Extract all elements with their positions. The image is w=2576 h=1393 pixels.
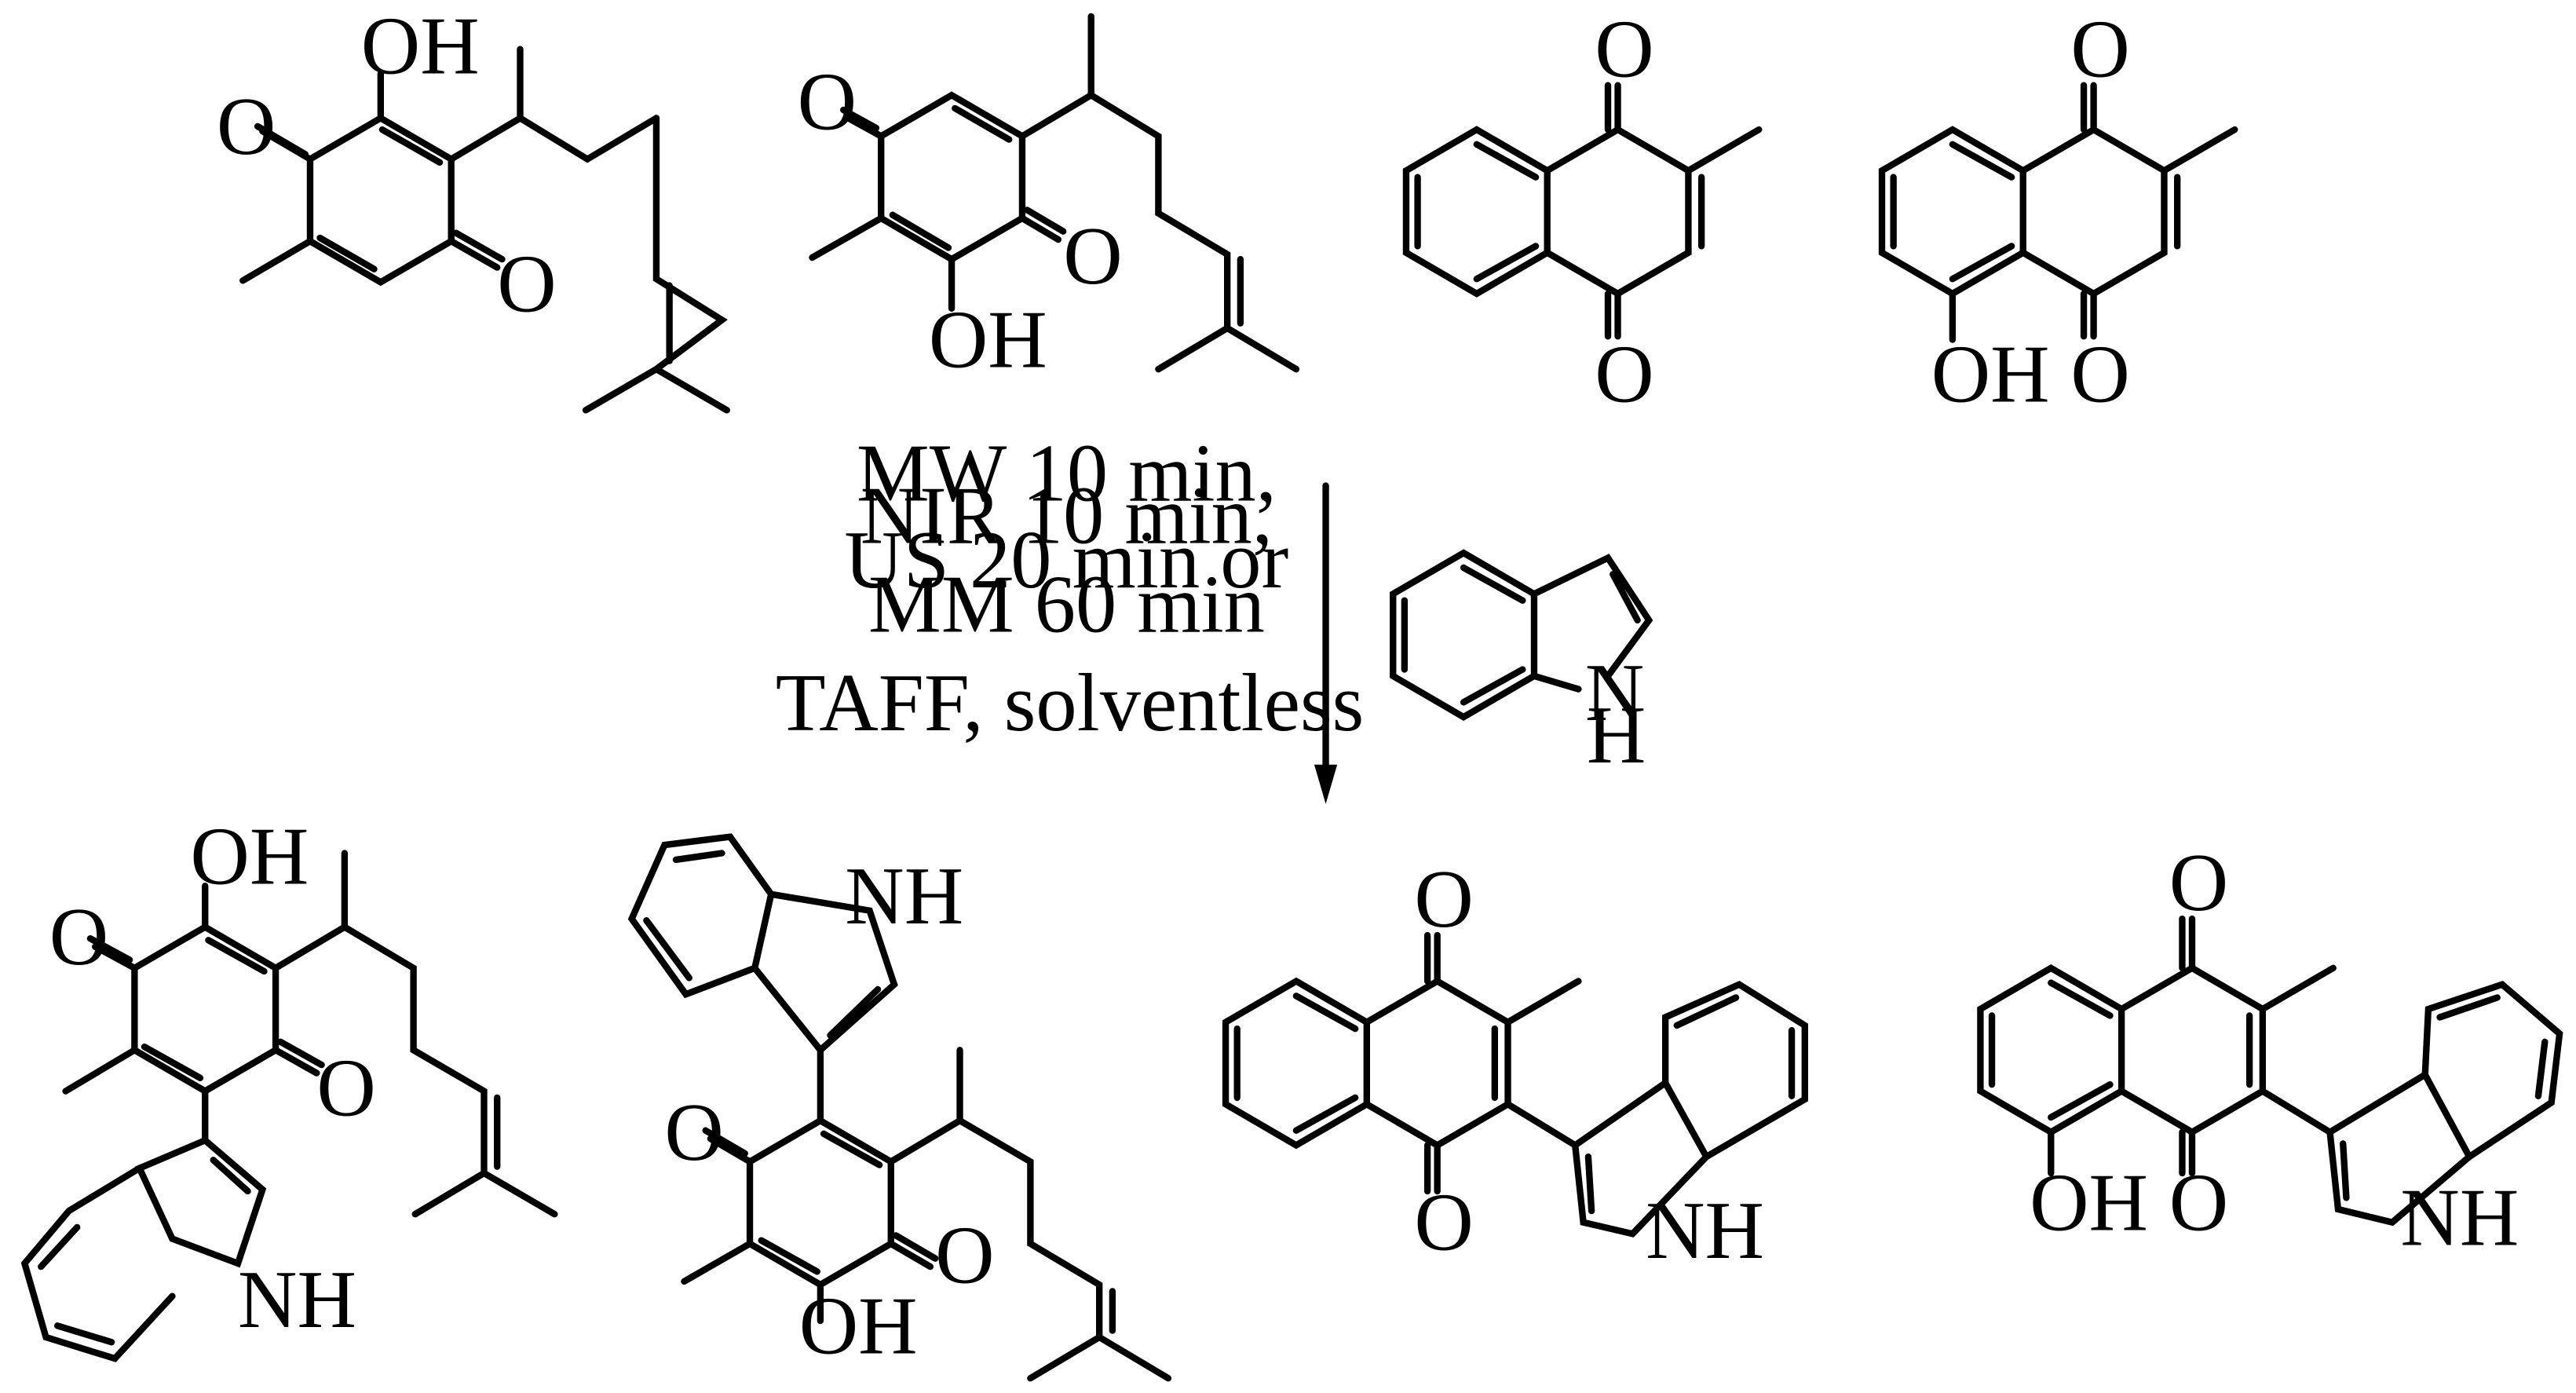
sm1-oh: OH [361, 1, 480, 92]
sm4-o-top: O [2070, 4, 2129, 95]
sm-menadione: O O [1402, 4, 1763, 419]
sm2-o-left: O [798, 57, 857, 148]
sm1-o-right: O [497, 238, 556, 329]
p1-o-left: O [49, 891, 108, 982]
sm-isoperezone: O O OH [798, 13, 1300, 386]
p2-o-right: O [935, 1209, 994, 1300]
p2-o-left: O [664, 1087, 723, 1178]
reaction-conditions: MW 10 min, NIR 10 min, US 20 min or MM 6… [776, 427, 1365, 748]
reagent-h: H [1587, 689, 1646, 781]
product-1: OH O O NH [20, 811, 558, 1362]
sm-plumbagin: O O OH [1878, 4, 2238, 419]
p4-o-bottom: O [2169, 1157, 2228, 1249]
p3-nh: NH [1646, 1185, 1764, 1276]
reagent-n: N [1585, 647, 1644, 738]
cond-line5: TAFF, solventless [776, 657, 1365, 748]
sm3-o-bottom: O [1595, 328, 1653, 419]
product-2: NH O O OH [627, 833, 1172, 1382]
sm4-oh: OH [1931, 328, 2050, 419]
sm3-o-top: O [1595, 4, 1653, 95]
product-4: O O OH NH [1977, 837, 2563, 1263]
sm2-oh: OH [929, 294, 1047, 386]
p1-o-right: O [316, 1042, 375, 1133]
p4-oh: OH [2030, 1157, 2148, 1249]
p2-oh: OH [799, 1280, 918, 1371]
sm2-o-right: O [1063, 210, 1122, 302]
cond-line3: US 20 min or [844, 514, 1288, 605]
sm-perezone: OH O O [217, 1, 730, 414]
p3-o-top: O [1414, 854, 1473, 945]
p4-nh: NH [2400, 1172, 2519, 1263]
sm1-o-left: O [217, 81, 276, 172]
p1-oh: OH [190, 811, 309, 902]
cond-line1: MW 10 min, [857, 427, 1277, 518]
product-3: O O NH [1222, 854, 1808, 1276]
cond-line2: NIR 10 min, [860, 470, 1273, 561]
p1-nh: NH [238, 1254, 356, 1345]
p2-nh: NH [845, 850, 963, 941]
p3-o-bottom: O [1414, 1177, 1473, 1268]
reaction-arrow [1314, 482, 1338, 804]
reagent-indole: N H [1390, 549, 1653, 781]
sm4-o-bottom: O [2070, 328, 2129, 419]
p4-o-top: O [2169, 837, 2228, 928]
cond-line4: MM 60 min [868, 558, 1265, 649]
